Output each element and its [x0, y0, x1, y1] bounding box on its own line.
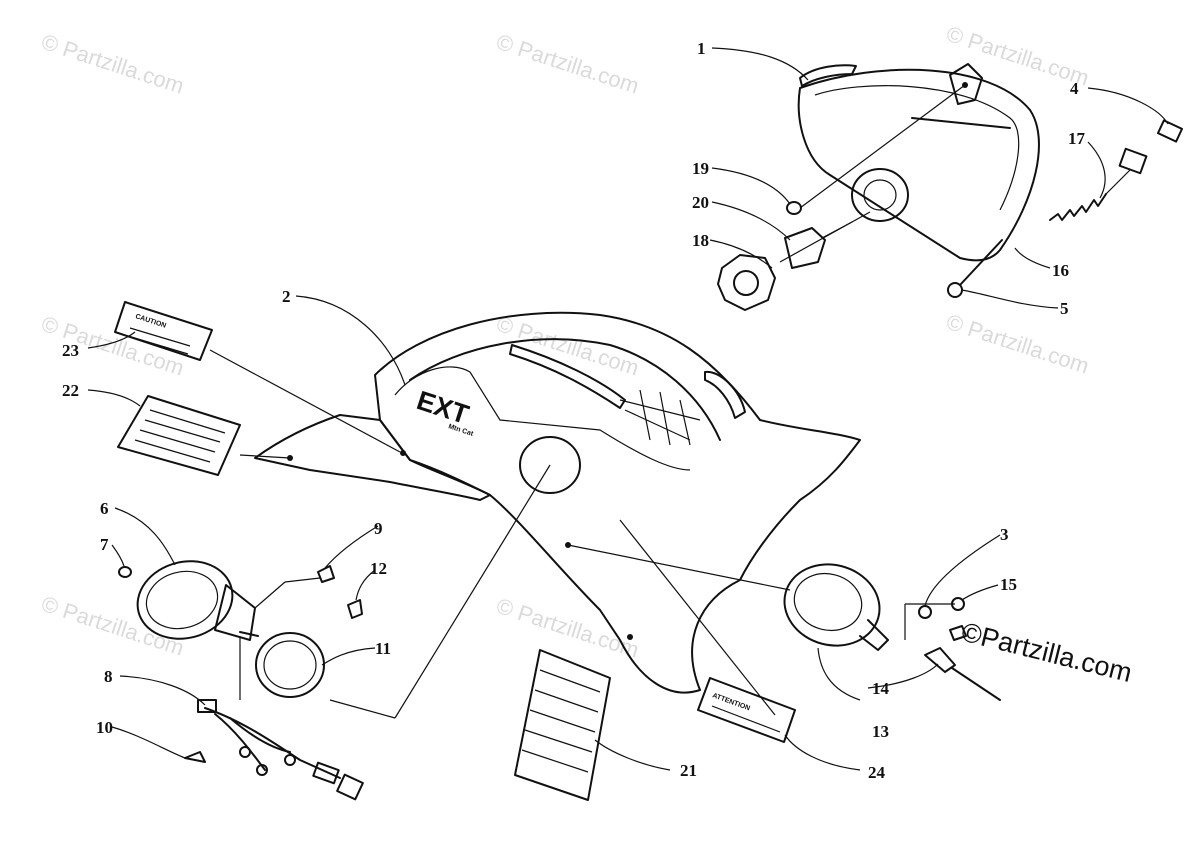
callout-16: 16 — [1052, 261, 1069, 280]
speedometer — [118, 560, 363, 698]
caution-decal-text: CAUTION — [134, 313, 166, 330]
callout-numbers: 1 2 3 4 5 6 7 8 9 10 11 12 13 14 15 16 1… — [62, 39, 1086, 782]
attention-decal-text: ATTENTION — [711, 692, 751, 712]
callout-10: 10 — [96, 718, 113, 737]
watermarks: © Partzilla.com © Partzilla.com © Partzi… — [38, 21, 1092, 663]
assembly-lines — [209, 84, 966, 719]
callout-11: 11 — [375, 639, 391, 658]
callout-6: 6 — [100, 499, 109, 518]
tachometer — [783, 563, 1001, 701]
callout-8: 8 — [104, 667, 113, 686]
watermark: © Partzilla.com — [493, 593, 642, 663]
callout-5: 5 — [1060, 299, 1069, 318]
brand-watermark: ©Partzilla.com — [959, 617, 1136, 688]
callout-7: 7 — [100, 535, 109, 554]
watermark: © Partzilla.com — [38, 591, 187, 661]
callout-9: 9 — [374, 519, 383, 538]
callout-17: 17 — [1068, 129, 1086, 148]
wiring-harness — [184, 699, 364, 801]
callout-19: 19 — [692, 159, 709, 178]
callout-14: 14 — [872, 679, 890, 698]
watermark: © Partzilla.com — [38, 29, 187, 99]
watermark: © Partzilla.com — [493, 29, 642, 99]
callout-20: 20 — [692, 193, 709, 212]
callout-4: 4 — [1070, 79, 1079, 98]
callout-24: 24 — [868, 763, 886, 782]
callout-21: 21 — [680, 761, 697, 780]
callout-22: 22 — [62, 381, 79, 400]
hood: EXT Mtn Cat — [254, 311, 861, 694]
callout-2: 2 — [282, 287, 291, 306]
callout-3: 3 — [1000, 525, 1009, 544]
watermark: © Partzilla.com — [943, 309, 1092, 379]
callout-23: 23 — [62, 341, 79, 360]
decals: CAUTION ATTENTION — [114, 301, 796, 801]
hood-logo: EXT — [413, 385, 473, 430]
callout-13: 13 — [872, 722, 889, 741]
callout-15: 15 — [1000, 575, 1017, 594]
callout-1: 1 — [697, 39, 706, 58]
callout-leaders — [87, 47, 1169, 771]
headlight-housing — [717, 63, 1184, 311]
callout-18: 18 — [692, 231, 709, 250]
callout-12: 12 — [370, 559, 387, 578]
